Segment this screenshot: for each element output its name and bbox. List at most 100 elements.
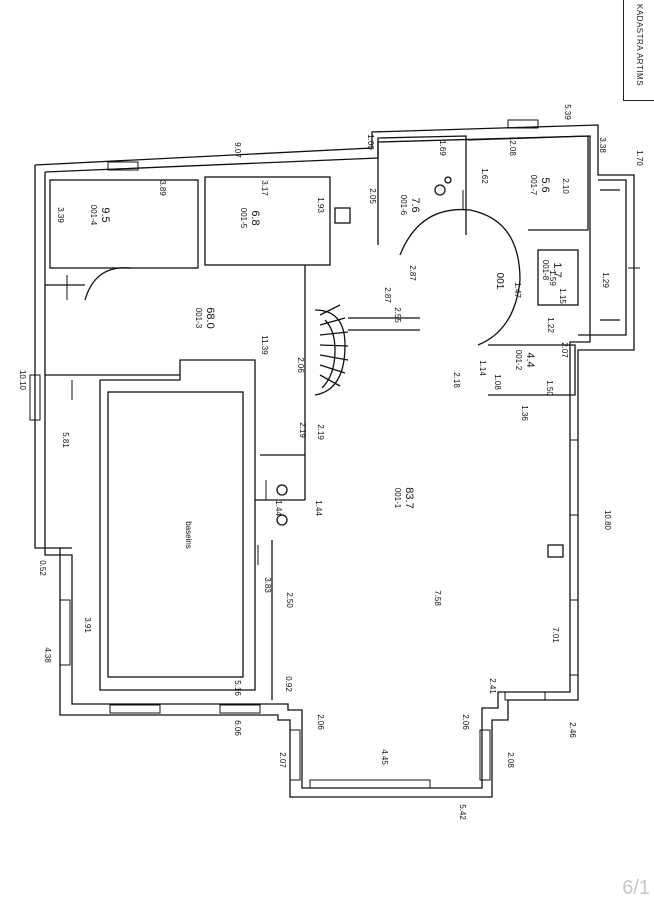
dimension-label: 5.39 xyxy=(563,104,572,120)
shower-fixture xyxy=(334,207,351,224)
dimension-label: 4.45 xyxy=(380,749,389,765)
dimension-label: 0.92 xyxy=(284,676,293,692)
dimension-label: 7.01 xyxy=(551,627,560,643)
dimension-label: 3.83 xyxy=(263,577,272,593)
dimension-label: 1.29 xyxy=(601,272,610,288)
dimension-label: 1.69 xyxy=(438,140,447,156)
dimension-label: 4.38 xyxy=(43,647,52,663)
dimension-label: 1.47 xyxy=(513,282,522,298)
toilet-fixture xyxy=(434,184,446,196)
room-001-7-walls xyxy=(467,135,589,231)
porch xyxy=(578,179,627,336)
dimension-label: 2.55 xyxy=(393,307,402,323)
dimension-label: 10.80 xyxy=(603,510,612,531)
dimension-label: 5.81 xyxy=(61,432,70,448)
dimension-label: 9.07 xyxy=(233,142,242,158)
room-001-6-walls xyxy=(377,135,467,245)
dimension-label: 1.36 xyxy=(520,405,529,421)
dimension-label: 2.19 xyxy=(298,422,307,438)
window-marks xyxy=(29,119,579,789)
dimension-label: 0.52 xyxy=(38,560,47,576)
room-001-5-walls xyxy=(204,176,331,266)
dimension-label: 1.93 xyxy=(316,197,325,213)
dimension-label: 3.89 xyxy=(158,180,167,196)
room-id-label: 001-8 xyxy=(541,260,550,281)
dimension-label: 5.16 xyxy=(233,680,242,696)
dimension-label: 2.87 xyxy=(383,287,392,303)
inner-wall xyxy=(44,135,591,789)
room-id-label: 001-4 xyxy=(89,205,98,226)
room-area-label: 6.8 xyxy=(249,210,261,225)
dimension-label: 2.08 xyxy=(506,752,515,768)
dimension-label: 1.59 xyxy=(548,270,557,286)
vent-fixture xyxy=(547,544,564,558)
pool-label: baseins xyxy=(184,521,193,549)
room-area-label: 9.5 xyxy=(99,207,111,222)
dimension-label: 1.00 xyxy=(366,134,375,150)
outer-wall xyxy=(34,124,635,798)
dimension-label: 2.87 xyxy=(408,265,417,281)
dimension-label: 11.39 xyxy=(260,335,269,355)
room-id-label: 001-1 xyxy=(393,488,402,509)
dimension-label: 1.15 xyxy=(558,288,567,304)
dimension-label: 1.44 xyxy=(274,500,283,516)
stair-treads xyxy=(319,304,420,387)
room-001-2-walls xyxy=(488,344,576,396)
dimension-label: 7.58 xyxy=(433,590,442,606)
dimension-label: 1.70 xyxy=(635,150,644,166)
room-area-label: 4.4 xyxy=(524,352,536,367)
dimension-label: 3.38 xyxy=(598,137,607,153)
room-id-label: 001-7 xyxy=(529,175,538,196)
dimension-label: 2.06 xyxy=(461,714,470,730)
dimension-label: 1.08 xyxy=(493,374,502,390)
pool-walls xyxy=(99,359,256,691)
stair-curve xyxy=(314,309,346,396)
pool-basin xyxy=(107,391,244,678)
dimension-label: 2.46 xyxy=(568,722,577,738)
stamp-text: KADASTRA ARTIMS xyxy=(635,4,644,87)
room-area-label: 83.7 xyxy=(403,487,415,508)
room-001-3-curve xyxy=(84,267,131,301)
dimension-label: 2.50 xyxy=(285,592,294,608)
page-number: 6/1 xyxy=(622,877,650,899)
toilet-fixture xyxy=(444,176,452,184)
dimension-label: 3.17 xyxy=(260,180,269,196)
dimension-label: 2.07 xyxy=(278,752,287,768)
dimension-label: 2.41 xyxy=(488,678,497,694)
door-arrows xyxy=(66,190,640,565)
room-area-label: 1.7 xyxy=(551,262,563,277)
unit-tag: 001 xyxy=(494,273,505,290)
dimension-label: 3.91 xyxy=(83,617,92,633)
room-001-4-walls xyxy=(49,179,199,269)
dimension-label: 2.10 xyxy=(561,178,570,194)
room-001-8-walls xyxy=(537,249,579,306)
room-area-label: 5.6 xyxy=(539,177,551,192)
dimension-label: 3.39 xyxy=(56,207,65,223)
dimension-label: 1.62 xyxy=(480,168,489,184)
dimension-label: 2.07 xyxy=(560,342,569,358)
room-id-label: 001-3 xyxy=(194,308,203,329)
dimension-label: 2.19 xyxy=(316,424,325,440)
room-area-label: 7.6 xyxy=(409,197,421,212)
dimension-label: 6.06 xyxy=(233,720,242,736)
hall-curve xyxy=(399,208,521,346)
dimension-label: 2.06 xyxy=(316,714,325,730)
dimension-label: 2.05 xyxy=(368,188,377,204)
cadastre-stamp: KADASTRA ARTIMS xyxy=(623,0,654,101)
room-id-label: 001-5 xyxy=(239,208,248,229)
dimension-label: 1.22 xyxy=(546,317,555,333)
column xyxy=(276,514,288,526)
dimension-label: 2.08 xyxy=(508,140,517,156)
dimension-label: 2.06 xyxy=(296,357,305,373)
column xyxy=(276,484,288,496)
room-area-label: 68.0 xyxy=(204,307,216,328)
dimension-label: 10.10 xyxy=(18,370,27,391)
room-id-label: 001-6 xyxy=(399,195,408,216)
dimension-label: 5.42 xyxy=(458,804,467,820)
dimension-label: 1.50 xyxy=(545,380,554,396)
dimension-label: 1.14 xyxy=(478,360,487,376)
room-id-label: 001-2 xyxy=(514,350,523,371)
dimension-label: 1.44 xyxy=(314,500,323,516)
